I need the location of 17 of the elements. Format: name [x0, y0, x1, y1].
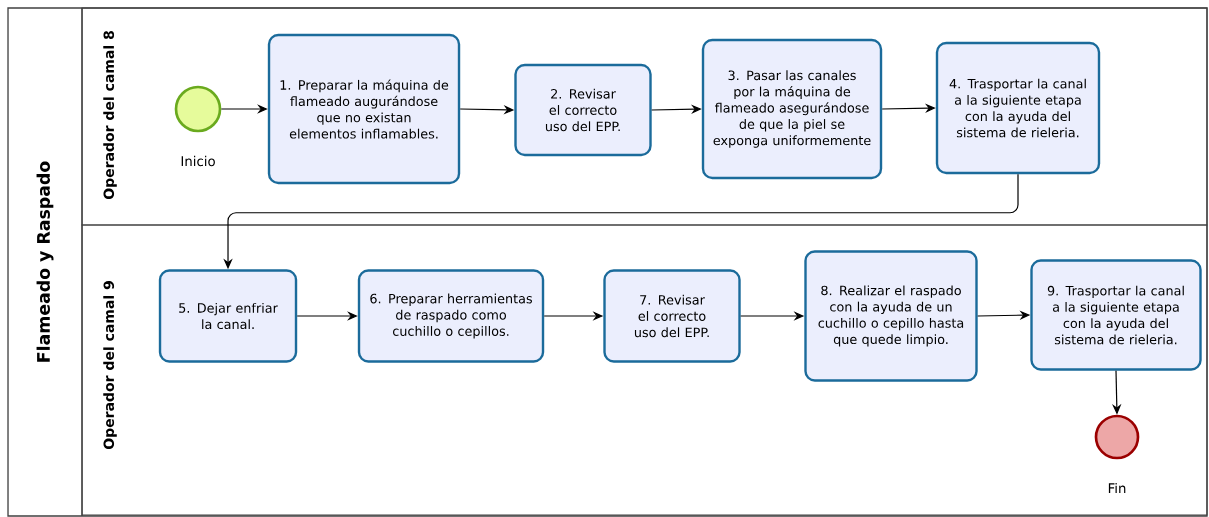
pool — [7, 7, 1208, 517]
task-box: 8. Realizar el raspado con la ayuda de un cuchillo o cepillo hasta que quede limpio. — [804, 250, 978, 382]
task-box: 7. Revisar el correcto uso del EPP. — [603, 269, 741, 363]
task-box: 2. Revisar el correcto uso del EPP. — [514, 63, 652, 157]
swimlane — [81, 224, 1208, 516]
task-box: 9. Trasportar la canal a la siguiente etapa con la ayuda del sistema de rieleria. — [1030, 259, 1202, 371]
task-box: 1. Preparar la máquina de flameado augurándose que no existan elementos inflamables. — [267, 33, 461, 185]
task-box: 4. Trasportar la canal a la siguiente etapa con la ayuda del sistema de rieleria. — [935, 41, 1101, 175]
task-box: 3. Pasar las canales por la máquina de flameado asegurándose de que la piel se exponga uniformemente — [701, 38, 883, 180]
lane-label: Operador del camal 9 — [103, 281, 117, 450]
event-label: Fin — [1108, 482, 1126, 494]
task-box: 6. Preparar herramientas de raspado como cuchillo o cepillos. — [357, 269, 545, 363]
event-label: Inicio — [181, 155, 215, 167]
pool-label: Flameado y Raspado — [36, 161, 54, 362]
task-box: 5. Dejar enfriar la canal. — [158, 269, 298, 363]
lane-label: Operador del camal 8 — [103, 31, 117, 200]
swimlane — [81, 7, 1208, 226]
